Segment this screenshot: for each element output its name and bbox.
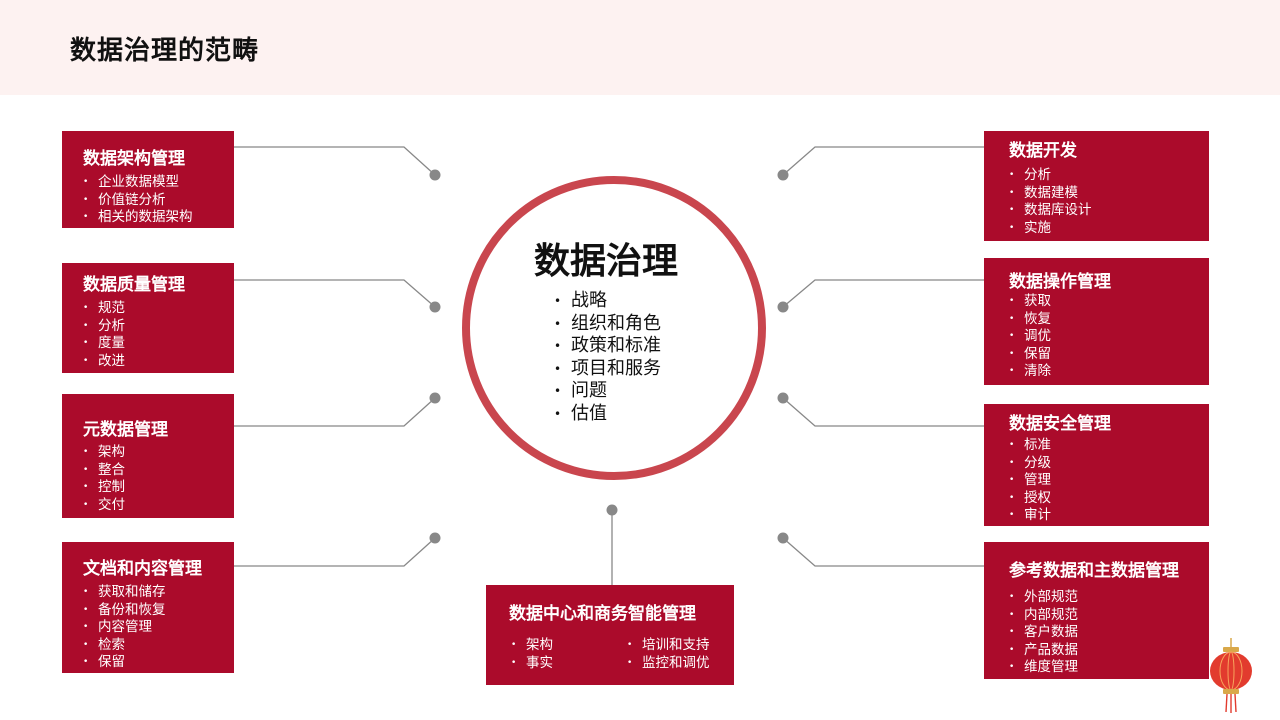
box-list: 获取和储存 备份和恢复 内容管理 检索 保留: [83, 584, 166, 672]
box-data-warehouse-bi: 数据中心和商务智能管理 架构 事实 培训和支持 监控和调优: [486, 585, 734, 685]
box-list: 获取 恢复 调优 保留 清除: [1009, 293, 1051, 381]
box-item: 授权: [1009, 490, 1051, 508]
box-list: 外部规范 内部规范 客户数据 产品数据 维度管理: [1009, 589, 1078, 677]
box-list: 分析 数据建模 数据库设计 实施: [1009, 167, 1092, 237]
center-item: 项目和服务: [554, 358, 661, 381]
center-item: 组织和角色: [554, 313, 661, 336]
box-title: 元数据管理: [83, 420, 168, 440]
box-item: 维度管理: [1009, 659, 1078, 677]
box-data-operations: 数据操作管理 获取 恢复 调优 保留 清除: [984, 258, 1209, 385]
box-title: 数据安全管理: [1009, 414, 1111, 434]
box-title: 数据操作管理: [1009, 272, 1111, 292]
box-metadata: 元数据管理 架构 整合 控制 交付: [62, 394, 234, 518]
connector-group: [234, 146, 984, 585]
box-item: 事实: [511, 655, 553, 673]
box-item: 实施: [1009, 220, 1092, 238]
box-item: 管理: [1009, 472, 1051, 490]
box-item: 恢复: [1009, 311, 1051, 329]
box-list: 架构 整合 控制 交付: [83, 444, 125, 514]
center-item: 战略: [554, 290, 661, 313]
box-item: 数据库设计: [1009, 202, 1092, 220]
box-item: 分析: [83, 318, 125, 336]
box-item: 整合: [83, 462, 125, 480]
box-title: 数据中心和商务智能管理: [509, 604, 696, 624]
box-item: 获取和储存: [83, 584, 166, 602]
box-item: 保留: [1009, 346, 1051, 364]
connector-dot: [429, 169, 441, 181]
center-item: 估值: [554, 403, 661, 426]
box-item: 检索: [83, 637, 166, 655]
box-item: 监控和调优: [627, 655, 710, 673]
center-item: 问题: [554, 380, 661, 403]
box-data-quality: 数据质量管理 规范 分析 度量 改进: [62, 263, 234, 373]
box-item: 审计: [1009, 507, 1051, 525]
connector-dot: [777, 169, 789, 181]
box-item: 架构: [83, 444, 125, 462]
connector-dot: [777, 392, 789, 404]
connector-dots: [429, 169, 789, 544]
connector-dot: [606, 504, 618, 516]
box-item: 内部规范: [1009, 607, 1078, 625]
box-item: 相关的数据架构: [83, 209, 193, 227]
connector-security: [782, 397, 984, 427]
box-item: 内容管理: [83, 619, 166, 637]
box-item: 分级: [1009, 455, 1051, 473]
box-data-development: 数据开发 分析 数据建模 数据库设计 实施: [984, 131, 1209, 241]
connector-quality: [234, 279, 436, 308]
box-list-right: 培训和支持 监控和调优: [627, 637, 710, 672]
box-item: 产品数据: [1009, 642, 1078, 660]
center-list: 战略 组织和角色 政策和标准 项目和服务 问题 估值: [554, 290, 661, 426]
connector-reference: [782, 537, 984, 567]
connector-document: [234, 537, 436, 567]
box-item: 保留: [83, 654, 166, 672]
connector-dot: [777, 532, 789, 544]
center-title: 数据治理: [534, 241, 679, 282]
box-item: 调优: [1009, 328, 1051, 346]
box-title: 参考数据和主数据管理: [1009, 561, 1179, 581]
box-item: 架构: [511, 637, 553, 655]
box-title: 数据开发: [1009, 141, 1077, 161]
box-item: 价值链分析: [83, 192, 193, 210]
box-item: 客户数据: [1009, 624, 1078, 642]
box-item: 数据建模: [1009, 185, 1092, 203]
connector-operations: [782, 279, 984, 308]
box-item: 外部规范: [1009, 589, 1078, 607]
connector-dot: [429, 392, 441, 404]
box-data-security: 数据安全管理 标准 分级 管理 授权 审计: [984, 404, 1209, 526]
header-band: [0, 0, 1280, 95]
box-item: 清除: [1009, 363, 1051, 381]
box-item: 分析: [1009, 167, 1092, 185]
box-item: 度量: [83, 335, 125, 353]
connector-development: [782, 146, 984, 176]
connector-metadata: [234, 397, 436, 427]
connector-dot: [429, 301, 441, 313]
box-item: 交付: [83, 497, 125, 515]
box-document-content: 文档和内容管理 获取和储存 备份和恢复 内容管理 检索 保留: [62, 542, 234, 673]
box-data-architecture: 数据架构管理 企业数据模型 价值链分析 相关的数据架构: [62, 131, 234, 228]
box-item: 改进: [83, 353, 125, 371]
box-reference-master-data: 参考数据和主数据管理 外部规范 内部规范 客户数据 产品数据 维度管理: [984, 542, 1209, 679]
box-item: 企业数据模型: [83, 174, 193, 192]
connector-architecture: [234, 146, 436, 176]
box-item: 培训和支持: [627, 637, 710, 655]
box-item: 备份和恢复: [83, 602, 166, 620]
box-list: 标准 分级 管理 授权 审计: [1009, 437, 1051, 525]
connector-dot: [777, 301, 789, 313]
box-item: 标准: [1009, 437, 1051, 455]
lantern-icon: [1210, 638, 1252, 713]
connector-dot: [429, 532, 441, 544]
box-list-left: 架构 事实: [511, 637, 553, 672]
box-item: 规范: [83, 300, 125, 318]
box-item: 获取: [1009, 293, 1051, 311]
box-title: 数据架构管理: [83, 149, 185, 169]
box-title: 文档和内容管理: [83, 559, 202, 579]
box-title: 数据质量管理: [83, 275, 185, 295]
box-item: 控制: [83, 479, 125, 497]
page-title: 数据治理的范畴: [70, 36, 260, 66]
center-item: 政策和标准: [554, 335, 661, 358]
box-list: 企业数据模型 价值链分析 相关的数据架构: [83, 174, 193, 227]
box-list: 规范 分析 度量 改进: [83, 300, 125, 370]
